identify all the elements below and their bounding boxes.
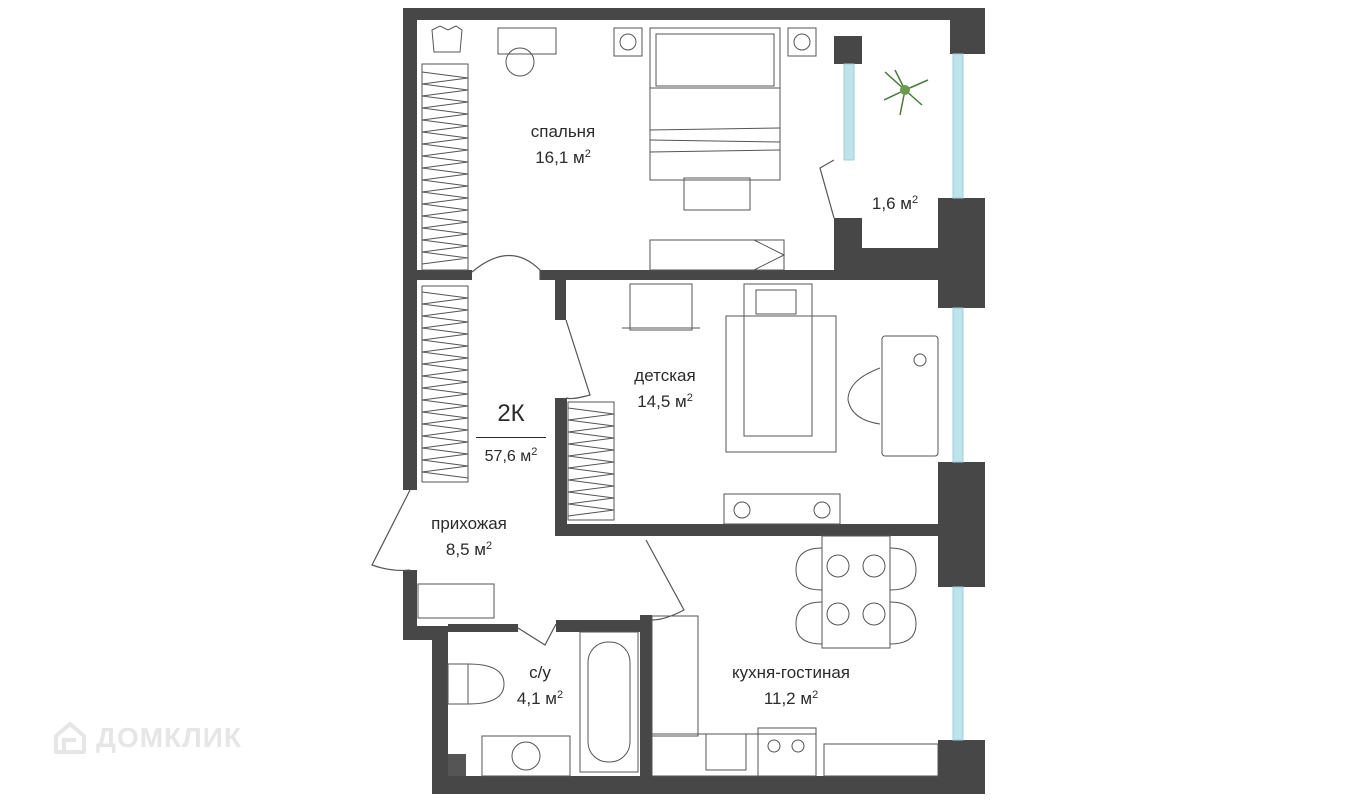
room-bedroom-label: спальня 16,1 м2	[498, 121, 628, 169]
room-balcony-label: 1,6 м2	[850, 189, 940, 215]
room-area: 14,5 м	[637, 392, 687, 411]
kids-furniture	[622, 283, 939, 525]
apartment-summary: 2К 57,6 м2	[470, 397, 552, 483]
kitchen-furniture	[651, 535, 939, 777]
doors	[371, 159, 835, 646]
total-area: 57,6 м	[484, 448, 532, 465]
watermark-text: ДОМКЛИК	[96, 722, 243, 753]
entrance-rug	[417, 583, 495, 619]
windows	[843, 53, 964, 741]
wardrobes	[421, 63, 615, 521]
room-name: с/у	[529, 663, 551, 682]
bedroom-furniture	[431, 25, 817, 271]
room-bathroom-label: с/у 4,1 м2	[500, 662, 580, 710]
area-unit-sup: 2	[584, 148, 591, 160]
room-name: спальня	[530, 122, 596, 141]
bath-furniture	[447, 631, 639, 777]
area-unit-sup: 2	[531, 446, 538, 458]
area-unit-sup: 2	[911, 194, 919, 206]
room-name: кухня-гостиная	[732, 663, 850, 682]
plant-icon	[883, 69, 929, 116]
room-name: детская	[634, 366, 696, 385]
room-area: 1,6 м	[871, 194, 912, 213]
area-unit-sup: 2	[556, 689, 564, 701]
room-area: 4,1 м	[516, 689, 557, 708]
house-logo-icon	[54, 722, 86, 754]
apartment-type: 2К	[497, 400, 525, 427]
area-unit-sup: 2	[812, 689, 819, 701]
room-area: 16,1 м	[535, 148, 585, 167]
room-hallway-label: прихожая 8,5 м2	[404, 513, 534, 561]
room-area: 8,5 м	[445, 540, 486, 559]
summary-divider	[476, 437, 546, 438]
room-name: прихожая	[431, 514, 507, 533]
room-area: 11,2 м	[763, 689, 813, 708]
area-unit-sup: 2	[485, 540, 493, 552]
room-kitchen-label: кухня-гостиная 11,2 м2	[706, 662, 876, 710]
area-unit-sup: 2	[686, 392, 693, 404]
walls	[403, 8, 985, 794]
domclick-watermark: ДОМКЛИК	[52, 720, 242, 756]
room-kids-label: детская 14,5 м2	[600, 365, 730, 413]
